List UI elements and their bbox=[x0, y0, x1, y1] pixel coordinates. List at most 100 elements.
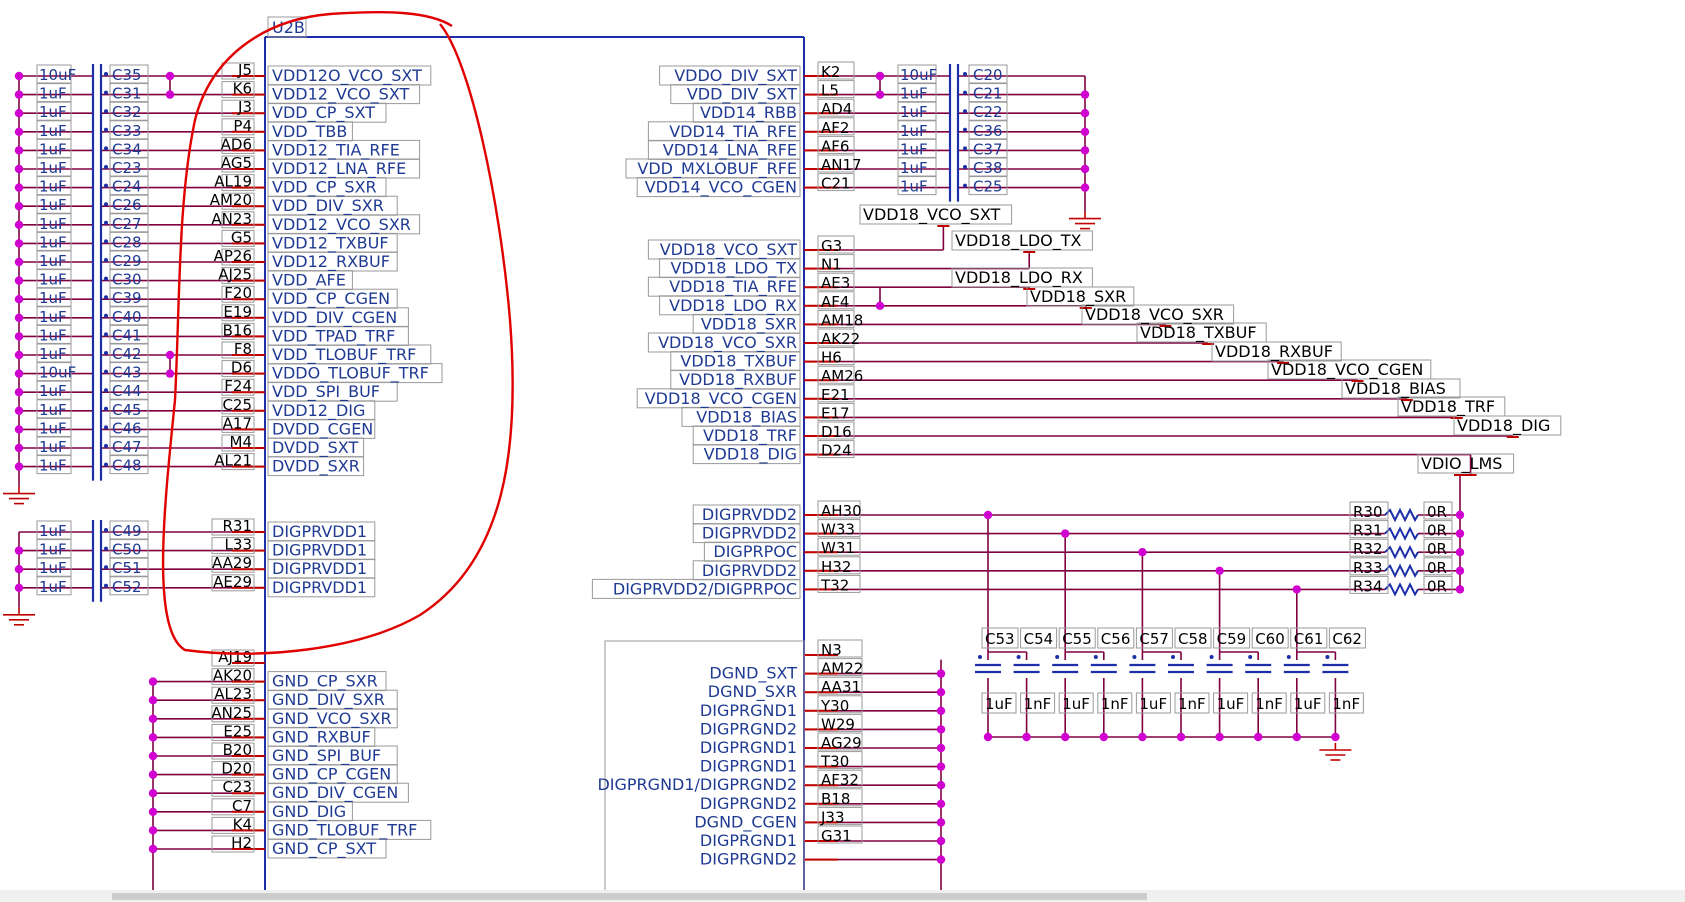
pin-number: AL19 bbox=[214, 173, 252, 191]
right-bus-junction bbox=[1080, 127, 1090, 136]
pin-number: AK22 bbox=[821, 330, 860, 348]
cap-ref-box bbox=[109, 213, 149, 233]
pin-number: AP26 bbox=[214, 247, 252, 265]
pin-number-box bbox=[221, 360, 255, 378]
pin-number-box bbox=[211, 816, 255, 834]
cap-value: 1uF bbox=[900, 159, 928, 177]
net-name: VDD18_TIA_RFE bbox=[669, 277, 797, 297]
right-bus-junction bbox=[1080, 90, 1090, 99]
cap-ref: C32 bbox=[112, 103, 142, 121]
cap-ref: C41 bbox=[112, 326, 142, 344]
right-top-ground bbox=[1069, 211, 1101, 230]
cap-ref-box bbox=[109, 157, 149, 177]
net-name: VDD14_VCO_CGEN bbox=[645, 178, 797, 198]
cap-ref-box bbox=[968, 157, 1008, 177]
cap-ref: C54 bbox=[1024, 630, 1054, 648]
cap-value: 1uF bbox=[39, 85, 67, 103]
net-name: VDD14_TIA_RFE bbox=[669, 122, 797, 142]
net-name: DVDD_SXT bbox=[272, 438, 358, 458]
pin-number-box bbox=[817, 328, 855, 347]
pin-number-box bbox=[211, 668, 255, 686]
power-tag: VDD18_VCO_SXT bbox=[863, 205, 1000, 225]
pin-number-box bbox=[817, 440, 855, 459]
capacitor-pin1-dot bbox=[104, 183, 108, 188]
cap-ref: C38 bbox=[973, 159, 1003, 177]
net-name: GND_TLOBUF_TRF bbox=[272, 820, 417, 840]
cap-value-box bbox=[36, 231, 72, 251]
cap-value-box bbox=[36, 576, 72, 596]
gnd-junction bbox=[148, 826, 158, 835]
net-name: VDD18_SXR bbox=[701, 314, 797, 334]
power-tag-box bbox=[1081, 304, 1235, 325]
pin-number: AL23 bbox=[214, 685, 252, 703]
net-name: VDD12_VCO_SXR bbox=[272, 215, 411, 235]
cap-ref-box bbox=[109, 101, 149, 121]
left-bus-junction bbox=[14, 276, 24, 285]
net-name: DIGPRGND1 bbox=[700, 831, 797, 850]
pin-number: AJ25 bbox=[218, 266, 252, 284]
gnd-junction bbox=[936, 706, 946, 715]
cap-value: 1uF bbox=[39, 522, 67, 540]
gnd-junction bbox=[148, 807, 158, 816]
junction-dot bbox=[165, 90, 175, 99]
junction-dot bbox=[165, 369, 175, 378]
pin-number: K2 bbox=[821, 63, 840, 81]
pin-number-box bbox=[817, 254, 855, 273]
cap-ref-box bbox=[1251, 627, 1289, 649]
capacitor-pin1-dot bbox=[1016, 655, 1021, 659]
junction-dot bbox=[1292, 585, 1302, 594]
pin-number: AG5 bbox=[221, 154, 252, 172]
cap-value: 1nF bbox=[1255, 695, 1283, 713]
horizontal-scrollbar[interactable] bbox=[0, 890, 1685, 902]
left-bus-junction bbox=[14, 202, 24, 211]
cap-value: 1uF bbox=[39, 159, 67, 177]
net-name: DIGPRPOC bbox=[713, 542, 797, 561]
cap-ref-box bbox=[968, 138, 1008, 158]
res-ref-box bbox=[1349, 557, 1389, 576]
pin-number-box bbox=[221, 341, 255, 359]
cap-value-box bbox=[1135, 692, 1171, 714]
capacitor-pin1-dot bbox=[104, 351, 108, 355]
pin-number-box bbox=[211, 686, 255, 704]
left-bus-junction bbox=[14, 90, 24, 99]
net-name: VDD_DIV_CGEN bbox=[272, 308, 397, 328]
net-name: DIGPRGND1 bbox=[700, 738, 797, 757]
pin-number-box bbox=[817, 574, 861, 593]
cap-value-box bbox=[1328, 692, 1364, 714]
pin-number: AM22 bbox=[821, 660, 863, 678]
pin-number-box bbox=[817, 291, 855, 310]
cap-ref-box bbox=[109, 287, 149, 307]
net-name: DIGPRGND2 bbox=[700, 719, 797, 738]
cap-value: 10uF bbox=[900, 66, 937, 84]
capacitor-pin1-dot bbox=[963, 72, 967, 76]
cap-ref-box bbox=[109, 176, 149, 196]
scrollbar-thumb[interactable] bbox=[112, 893, 1147, 900]
net-name: VDDO_TLOBUF_TRF bbox=[272, 364, 429, 384]
right-bus-junction bbox=[1080, 164, 1090, 174]
pin-number-box bbox=[221, 248, 255, 266]
cap-ref-box bbox=[109, 250, 149, 270]
capacitor-pin1-dot bbox=[104, 90, 108, 95]
net-name: VDD18_TRF bbox=[703, 426, 797, 446]
pin-number-box bbox=[221, 378, 255, 396]
cap-ref-box bbox=[109, 194, 149, 214]
net-name: VDD_SPI_BUF bbox=[272, 382, 380, 402]
cap-ref: C26 bbox=[112, 196, 142, 214]
cap-value-box bbox=[1097, 692, 1133, 714]
pin-number-box bbox=[221, 211, 255, 229]
cap-ref: C24 bbox=[112, 178, 142, 196]
capacitor-pin1-dot bbox=[104, 276, 108, 281]
cap-value: 1uF bbox=[39, 382, 67, 400]
capacitor-pin1-dot bbox=[104, 295, 108, 300]
cap-value: 1uF bbox=[39, 215, 67, 233]
power-tag: VDD18_TRF bbox=[1401, 397, 1495, 417]
right-bus-junction bbox=[1080, 183, 1090, 192]
pin-number: C21 bbox=[821, 175, 851, 193]
pin-number: N3 bbox=[821, 641, 842, 659]
cap-ref-box bbox=[109, 64, 149, 84]
cap-ref-box bbox=[109, 557, 149, 577]
pin-number: AA29 bbox=[212, 554, 252, 572]
cap-value: 1uF bbox=[39, 122, 67, 140]
cap-ref-box bbox=[109, 231, 149, 251]
vdio-bus-junction bbox=[1455, 585, 1465, 594]
